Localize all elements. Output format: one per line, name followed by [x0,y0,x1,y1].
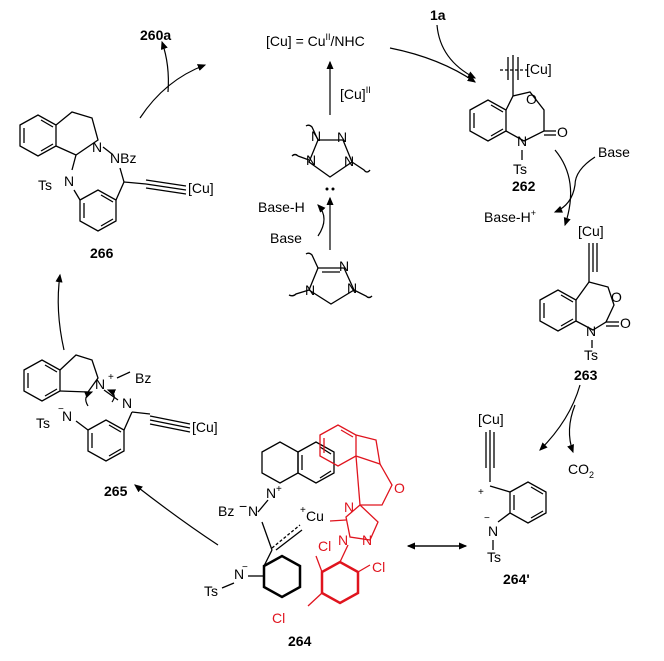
svg-text:+: + [478,487,484,498]
base-right-label: Base [598,144,630,160]
svg-text:−: − [484,513,490,524]
svg-text:O: O [611,289,622,305]
co2-label: CO2 [568,461,594,480]
reagent-1a: 1a [430,7,446,23]
svg-text:N: N [305,282,315,298]
svg-text:N: N [338,532,348,548]
product-260a: 260a [140,27,171,43]
svg-text:[Cu]: [Cu] [526,61,552,77]
arrow-264-to-265 [134,484,219,546]
svg-text:Cu: Cu [306,508,324,524]
label-266: 266 [90,245,114,261]
svg-text:[Cu]: [Cu] [478,411,504,427]
compound-265: N + N Bz N − Ts [Cu] [23,354,218,462]
svg-text:N: N [64,173,74,189]
label-264-prime: 264' [503,571,530,587]
svg-text:N: N [344,153,354,169]
svg-text:−: − [239,498,247,514]
svg-text:N: N [62,408,72,424]
svg-text:N: N [344,499,354,515]
arrow-262-to-263 [554,149,572,227]
compound-266: N NBz N Ts [Cu] [19,111,214,232]
base-h-label: Base-H [258,199,305,215]
svg-text:Bz: Bz [135,370,151,386]
svg-text:Ts: Ts [487,549,501,565]
svg-text:N: N [95,376,105,392]
svg-text:N: N [488,523,498,539]
svg-text:Ts: Ts [38,177,52,193]
arrow-265-to-266 [55,273,65,351]
nhc-ligand-red: O N N N Cl Cl Cl [272,424,405,626]
nhc-carbene: N N N N [291,124,371,191]
svg-text:O: O [526,91,537,107]
svg-text:+: + [300,505,306,516]
compound-263: [Cu] O O N Ts [539,223,631,363]
label-264: 264 [288,633,312,649]
svg-text:Bz: Bz [218,503,234,519]
compound-264-prime: [Cu] + N − Ts [478,411,547,565]
svg-text:N: N [362,532,372,548]
svg-text:[Cu]: [Cu] [578,223,604,239]
base-h-plus-label: Base-H+ [484,208,536,225]
svg-text:O: O [557,124,568,140]
svg-text:N: N [92,139,102,155]
base-label: Base [270,230,302,246]
svg-text:+: + [276,484,282,495]
catalyst-label: [Cu] = CuII/NHC [266,32,365,49]
arrow-263-to-264p [539,384,581,451]
svg-text:N: N [306,152,316,168]
svg-text:N: N [339,258,349,274]
svg-text:N: N [266,485,276,501]
svg-text:[Cu]: [Cu] [192,419,218,435]
svg-text:−: − [58,404,64,415]
arrow-1a [436,24,477,79]
svg-text:Ts: Ts [36,415,50,431]
svg-text:O: O [394,480,405,496]
arrow-266-to-catalyst [139,64,207,119]
svg-text:NBz: NBz [110,150,136,166]
svg-text:N: N [517,133,527,149]
svg-text:N: N [586,323,596,339]
svg-text:[Cu]: [Cu] [188,180,214,196]
svg-text:Ts: Ts [204,583,218,599]
svg-text:Cl: Cl [318,538,331,554]
svg-text:N: N [337,129,347,145]
label-263: 263 [574,367,598,383]
svg-text:N: N [234,566,244,582]
svg-text:N: N [248,503,258,519]
triazolium-precursor: N N N [288,252,373,305]
svg-text:+: + [108,372,114,383]
svg-text:Ts: Ts [513,161,527,177]
compound-262: [Cu] O O N Ts [469,55,568,177]
svg-text:N: N [122,395,132,411]
svg-text:Ts: Ts [584,347,598,363]
label-262: 262 [512,178,536,194]
arrow-cat-to-262 [389,47,476,83]
arrow-to-260a [160,40,169,93]
svg-text:N: N [347,280,357,296]
label-265: 265 [104,483,128,499]
compound-264: N + Bz − N + Cu N − Ts [204,441,335,599]
svg-text:O: O [620,315,631,331]
svg-text:Cl: Cl [372,559,385,575]
svg-text:Cl: Cl [272,610,285,626]
svg-text:−: − [242,562,248,573]
cu-ii-label: [Cu]II [340,85,371,102]
